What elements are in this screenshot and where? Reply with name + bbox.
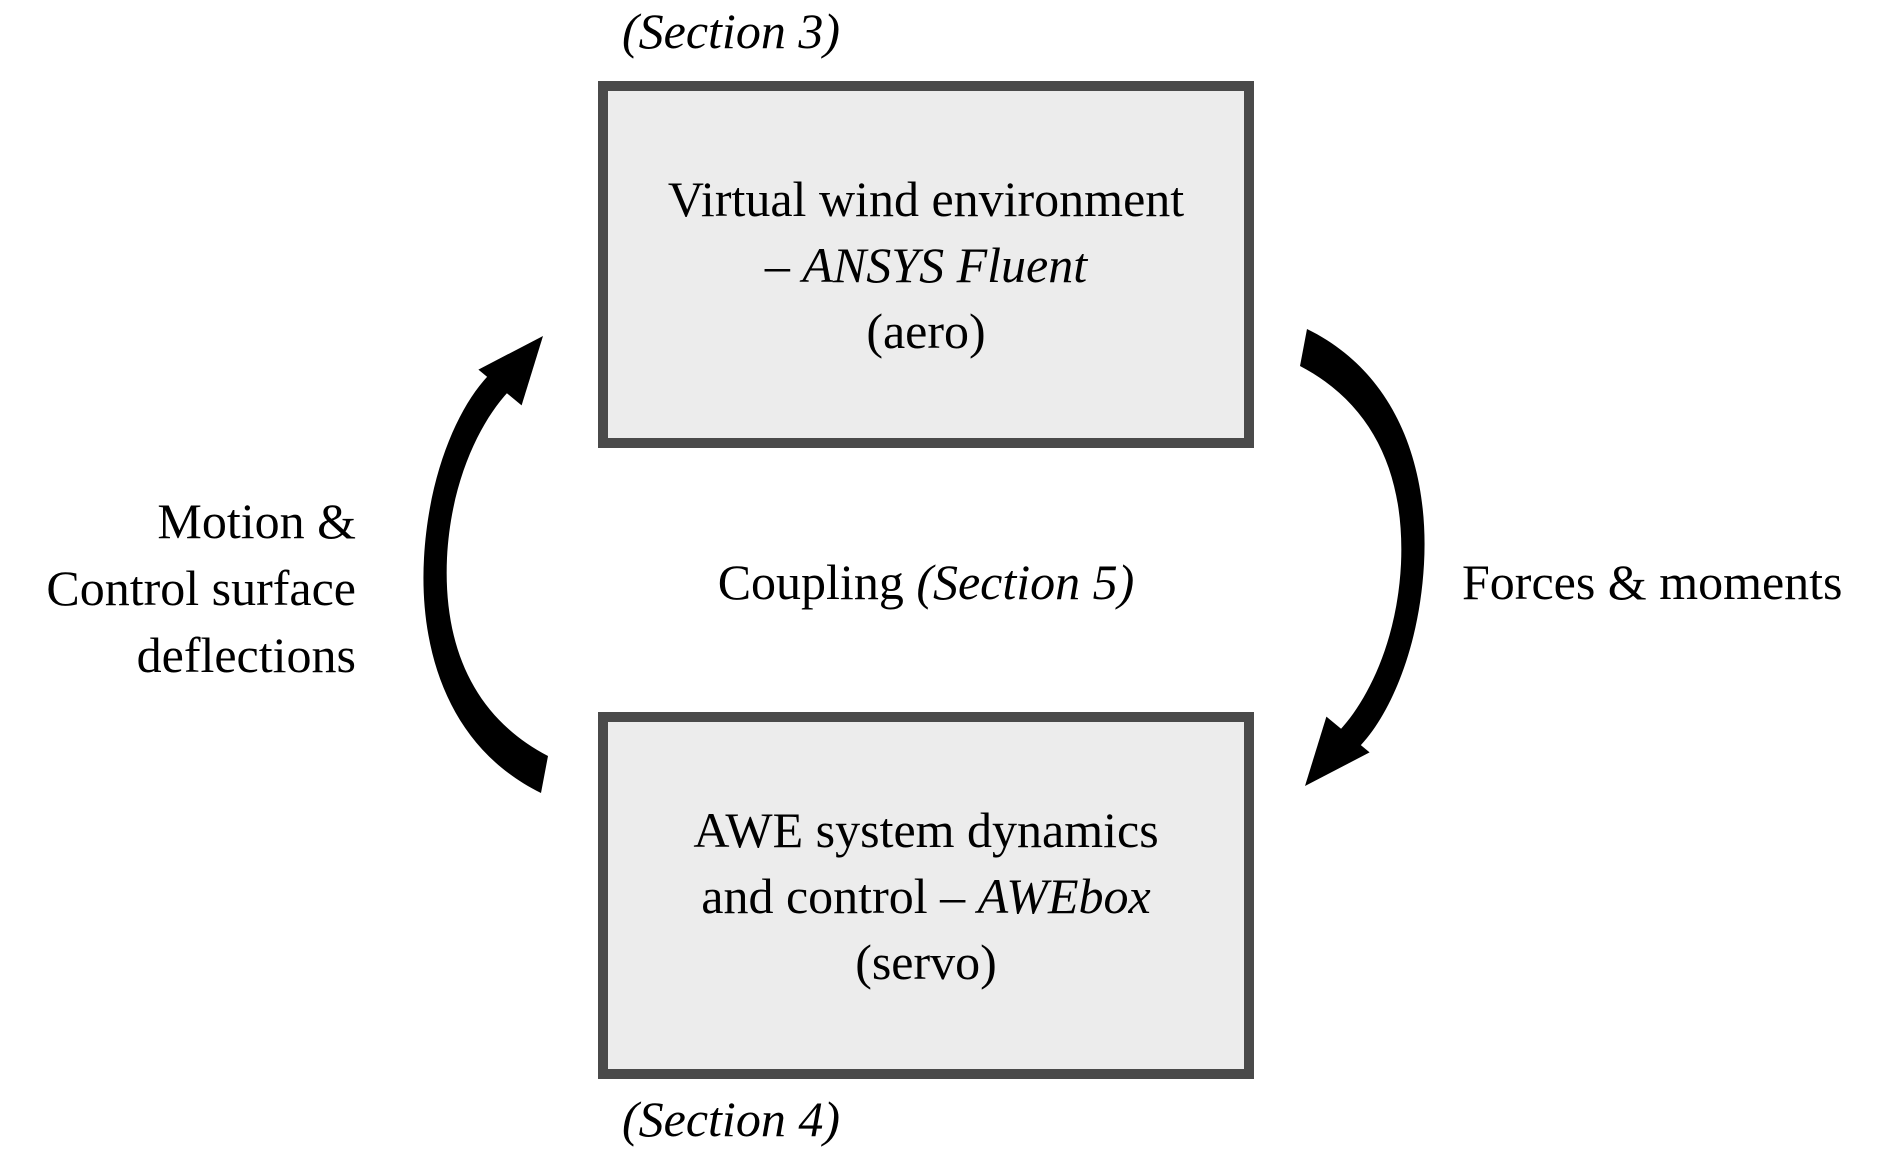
coupling-label-text: Coupling (717, 554, 917, 610)
servo-box-line3: (servo) (855, 933, 997, 990)
forces-arrow-head (1305, 716, 1370, 786)
motion-feedback-arrow (423, 336, 548, 793)
motion-arrow-body (423, 372, 548, 793)
forces-arrow-body (1300, 329, 1425, 750)
coupling-section-ref: (Section 5) (916, 554, 1135, 610)
servo-box-line2: and control – AWEbox (701, 863, 1150, 929)
motion-arrow-label-line2: Control surface (46, 560, 356, 616)
motion-arrow-label-line1: Motion & (157, 493, 356, 549)
aero-box-line2-dash: – (764, 236, 803, 293)
servo-box-line1: AWE system dynamics (693, 801, 1159, 858)
forces-arrow-label: Forces & moments (1462, 554, 1843, 610)
aero-box-line1: Virtual wind environment (667, 170, 1185, 227)
servo-box-tool-name: AWEbox (977, 867, 1151, 924)
section4-label: (Section 4) (622, 1091, 840, 1147)
aero-box: Virtual wind environment – ANSYS Fluent … (598, 81, 1254, 448)
aero-box-line2: – ANSYS Fluent (765, 232, 1087, 298)
aero-box-line3: (aero) (866, 302, 986, 359)
motion-arrow-label: Motion & Control surface deflections (0, 488, 356, 689)
motion-arrow-head (478, 336, 543, 406)
servo-box: AWE system dynamics and control – AWEbox… (598, 712, 1254, 1079)
aero-box-tool-name: ANSYS Fluent (802, 236, 1088, 293)
servo-box-line2-text: and control – (701, 867, 978, 924)
coupling-label: Coupling (Section 5) (598, 553, 1254, 611)
section3-label: (Section 3) (622, 3, 840, 59)
motion-arrow-label-line3: deflections (136, 627, 356, 683)
forces-arrow (1300, 329, 1425, 786)
